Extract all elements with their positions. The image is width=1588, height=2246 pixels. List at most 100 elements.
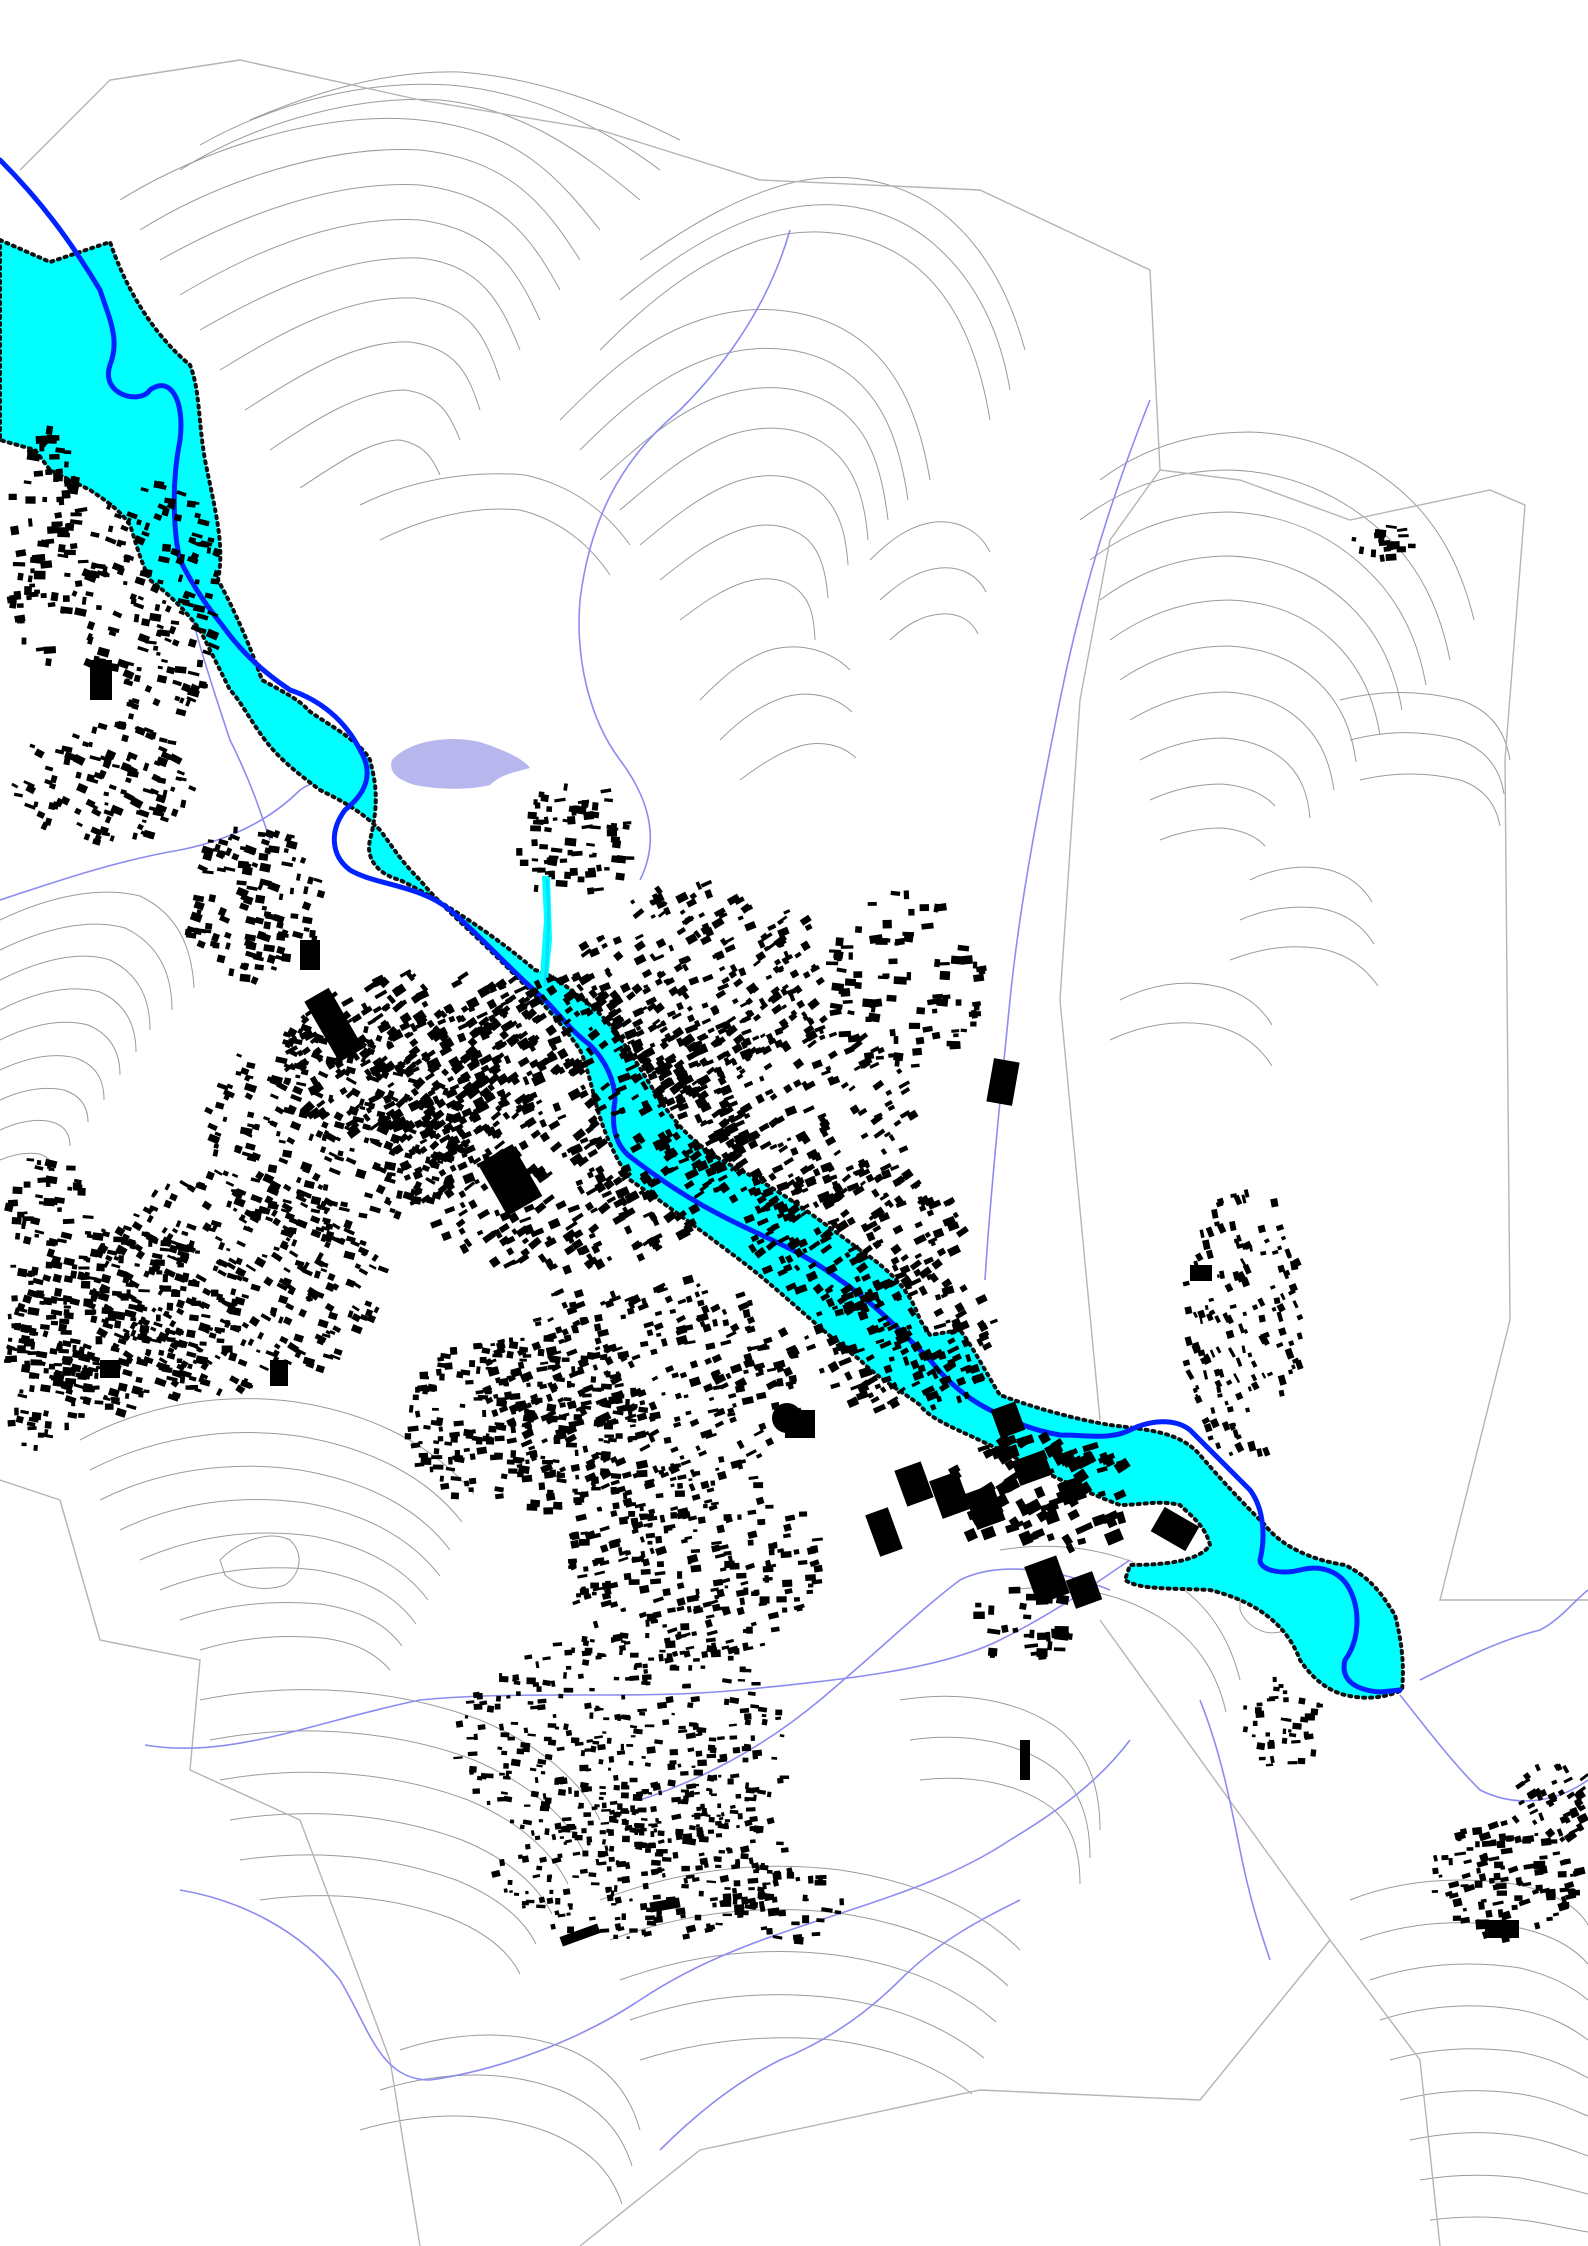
- building: [593, 1419, 598, 1427]
- building: [616, 1750, 626, 1756]
- building: [729, 1113, 742, 1124]
- building: [633, 953, 647, 966]
- building: [611, 1346, 623, 1353]
- building: [1569, 1873, 1575, 1877]
- building: [735, 1824, 741, 1829]
- building: [737, 1514, 742, 1520]
- building: [937, 903, 947, 912]
- building: [678, 1725, 686, 1730]
- building: [655, 938, 667, 949]
- building: [579, 1316, 590, 1326]
- building: [334, 1155, 345, 1162]
- building: [222, 1089, 235, 1099]
- building: [199, 1378, 211, 1387]
- stream-north-east-small: [1199, 1699, 1271, 1961]
- building: [642, 986, 652, 995]
- building: [456, 1032, 467, 1043]
- building: [1521, 1881, 1532, 1887]
- building: [392, 1071, 404, 1077]
- building: [928, 1272, 939, 1283]
- building: [486, 998, 498, 1010]
- building: [1531, 1819, 1538, 1826]
- building: [618, 1106, 626, 1115]
- building: [417, 1384, 428, 1392]
- building: [1462, 1907, 1467, 1912]
- building: [13, 792, 24, 798]
- building: [853, 1065, 861, 1072]
- building: [538, 1065, 547, 1072]
- building: [612, 935, 623, 945]
- building: [572, 1851, 581, 1856]
- building: [214, 1101, 225, 1110]
- building: [449, 1346, 458, 1355]
- building: [169, 1319, 177, 1328]
- building: [704, 889, 714, 899]
- building: [1534, 1763, 1541, 1772]
- building: [574, 1145, 583, 1153]
- building: [885, 1089, 893, 1097]
- building: [375, 1034, 383, 1043]
- floodplain-zone: [0, 237, 1405, 1700]
- building: [30, 568, 35, 574]
- building: [717, 1803, 722, 1809]
- building: [743, 1369, 749, 1375]
- building: [875, 1055, 884, 1060]
- building: [640, 1817, 648, 1822]
- building: [570, 1324, 579, 1334]
- building: [906, 972, 912, 981]
- building: [1288, 1369, 1294, 1375]
- building: [716, 1588, 725, 1598]
- building: [254, 1256, 267, 1268]
- building: [599, 1830, 606, 1835]
- building: [465, 1379, 474, 1385]
- building: [715, 1833, 723, 1838]
- building: [601, 942, 608, 949]
- building: [591, 1591, 597, 1596]
- building: [750, 1735, 756, 1742]
- building: [569, 867, 578, 876]
- building: [51, 521, 63, 527]
- building: [17, 1211, 25, 1218]
- building: [634, 1822, 645, 1829]
- building: [583, 1812, 592, 1818]
- building: [890, 1256, 900, 1266]
- building: [742, 1309, 751, 1319]
- building: [201, 845, 215, 856]
- building: [288, 1048, 299, 1058]
- building: [115, 1245, 123, 1255]
- building: [589, 1916, 596, 1921]
- building: [693, 1658, 700, 1662]
- building: [516, 848, 523, 856]
- building: [266, 954, 277, 965]
- building: [709, 1789, 713, 1795]
- building: [106, 1249, 118, 1256]
- building: [735, 1793, 742, 1799]
- building: [426, 1019, 435, 1029]
- building: [270, 1251, 283, 1263]
- building: [1523, 1863, 1535, 1870]
- building: [285, 1237, 291, 1242]
- building: [414, 1180, 423, 1189]
- building: [650, 1578, 662, 1585]
- building: [174, 695, 181, 702]
- building: [1182, 1280, 1190, 1287]
- building: [599, 1300, 606, 1306]
- building: [763, 1336, 773, 1345]
- building: [524, 1843, 531, 1850]
- building: [15, 549, 27, 558]
- building: [579, 1764, 589, 1772]
- building: [575, 1513, 587, 1522]
- building: [112, 1342, 120, 1350]
- building: [468, 1477, 477, 1485]
- building: [1207, 1435, 1214, 1441]
- building: [660, 1165, 672, 1177]
- building: [922, 1025, 933, 1033]
- building: [51, 1255, 62, 1265]
- building: [753, 1482, 764, 1489]
- building: [566, 1146, 575, 1154]
- building: [49, 1347, 58, 1355]
- building: [792, 1079, 802, 1088]
- building: [621, 1913, 626, 1921]
